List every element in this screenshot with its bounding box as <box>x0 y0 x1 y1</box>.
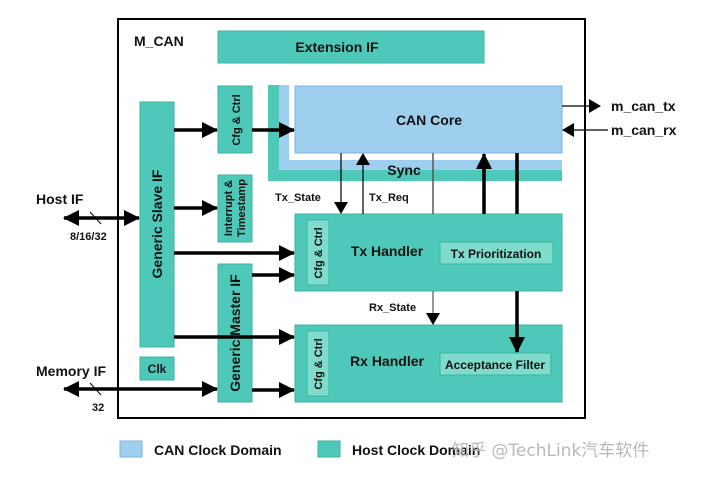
memory-bus-slash <box>89 382 102 396</box>
legend-host-clock-swatch <box>317 440 341 458</box>
rx-handler-label: Rx Handler <box>350 353 424 369</box>
legend-can-clock-swatch <box>119 440 143 458</box>
m-can-tx-label: m_can_tx <box>611 98 676 114</box>
m-can-rx-label: m_can_rx <box>611 122 677 138</box>
tx-state-label: Tx_State <box>275 192 321 204</box>
memory-bus-width: 32 <box>92 402 104 414</box>
memory-if-label: Memory IF <box>36 363 106 379</box>
host-if-label: Host IF <box>36 191 84 207</box>
can-core-label: CAN Core <box>396 112 462 128</box>
generic-slave-if-label: Generic Slave IF <box>149 169 165 278</box>
clk-label: Clk <box>148 362 167 376</box>
tx-prioritization-block <box>439 241 554 265</box>
generic-master-if-block <box>217 263 253 403</box>
acceptance-filter-block <box>439 352 552 376</box>
rx-cfg-ctrl-label: Cfg & Ctrl <box>313 338 325 389</box>
watermark: 知乎 @TechLink汽车软件 <box>452 441 649 461</box>
extension-if-label: Extension IF <box>295 39 379 55</box>
tx-prioritization-label: Tx Prioritization <box>451 247 542 261</box>
legend-host-clock-label: Host Clock Domain <box>352 442 480 458</box>
extension-if-block <box>217 30 485 64</box>
interrupt-timestamp-block <box>217 174 253 243</box>
tx-cfg-ctrl-block <box>306 219 330 286</box>
sync-label: Sync <box>387 162 421 178</box>
can-core-block <box>294 85 563 154</box>
core-cfg-ctrl-block <box>217 85 253 154</box>
tx-req-label: Tx_Req <box>369 192 409 204</box>
acceptance-filter-label: Acceptance Filter <box>445 358 545 372</box>
host-bus-slash <box>89 211 102 225</box>
generic-master-if-label: Generic Master IF <box>227 274 243 392</box>
rx-state-label: Rx_State <box>369 302 416 314</box>
legend-can-clock-label: CAN Clock Domain <box>154 442 282 458</box>
clk-block <box>139 356 175 381</box>
generic-slave-if-block <box>139 101 175 348</box>
tx-handler-label: Tx Handler <box>351 243 424 259</box>
core-cfg-ctrl-label: Cfg & Ctrl <box>231 94 243 145</box>
host-bus-width: 8/16/32 <box>70 231 107 243</box>
timestamp-label: Timestamp <box>236 179 248 237</box>
tx-cfg-ctrl-label: Cfg & Ctrl <box>313 227 325 278</box>
interrupt-label: Interrupt & <box>223 180 235 236</box>
m-can-title: M_CAN <box>134 33 184 49</box>
rx-cfg-ctrl-block <box>306 330 330 397</box>
